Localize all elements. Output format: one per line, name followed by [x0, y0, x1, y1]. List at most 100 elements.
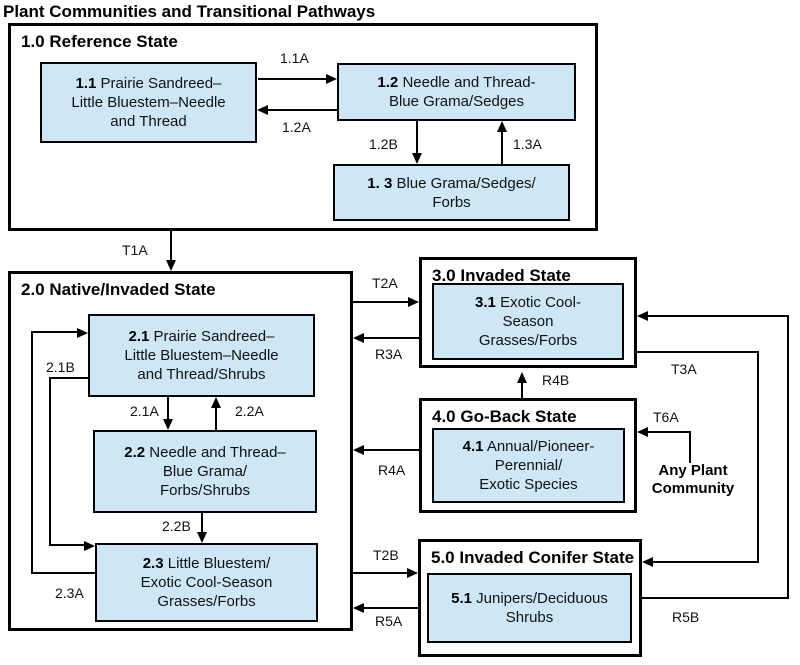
pathway-label-2-1B: 2.1B	[46, 359, 75, 375]
pathway-label-T6A: T6A	[653, 409, 679, 425]
community-2-3-text: 2.3 Little Bluestem/ Exotic Cool-Season …	[141, 554, 273, 611]
pathway-R5A-line	[364, 607, 418, 609]
pathway-label-R4B: R4B	[542, 372, 570, 388]
community-1-2-name: Needle and Thread- Blue Grama/Sedges	[388, 74, 536, 110]
pathway-R4A-line	[364, 449, 419, 451]
pathway-label-1-1A: 1.1A	[280, 50, 309, 66]
state-4-label: 4.0 Go-Back State	[432, 407, 577, 426]
pathway-R5B-arrowhead	[637, 311, 648, 321]
pathway-R4B-line	[521, 383, 523, 398]
pathway-T2A-line	[353, 301, 408, 303]
pathway-label-T2B: T2B	[373, 547, 399, 563]
community-box-2-3: 2.3 Little Bluestem/ Exotic Cool-Season …	[95, 543, 318, 622]
pathway-T3A-line-vertical	[757, 351, 759, 563]
community-box-1-3: 1. 3 Blue Grama/Sedges/ Forbs	[333, 164, 570, 221]
pathway-label-R3A: R3A	[375, 346, 403, 362]
pathway-label-2-1A: 2.1A	[130, 403, 159, 419]
pathway-2-3A-line-bottom	[31, 572, 95, 574]
community-1-2-text: 1.2 Needle and Thread- Blue Grama/Sedges	[377, 73, 535, 111]
pathway-2-3A-arrowhead	[77, 328, 88, 338]
pathway-T3A-arrowhead	[642, 557, 653, 567]
community-box-1-1: 1.1 Prairie Sandreed– Little Bluestem–Ne…	[40, 62, 257, 143]
community-1-2-number: 1.2	[377, 74, 399, 91]
community-1-1-text: 1.1 Prairie Sandreed– Little Bluestem–Ne…	[71, 74, 225, 131]
pathway-T6A-arrowhead	[637, 427, 648, 437]
pathway-T6A-line-vertical	[689, 431, 691, 463]
community-2-3-number: 2.3	[142, 555, 164, 572]
community-1-3-number: 1. 3	[367, 174, 393, 192]
community-5-1-text: 5.1 Junipers/Deciduous Shrubs	[451, 589, 608, 627]
community-3-1-name: Exotic Cool- Season Grasses/Forbs	[478, 294, 581, 349]
community-2-1-text: 2.1 Prairie Sandreed– Little Bluestem–Ne…	[124, 327, 278, 384]
pathway-T2B-line	[353, 572, 407, 574]
pathway-R4A-arrowhead	[353, 445, 364, 455]
pathway-2-1B-line-bottom	[49, 544, 84, 546]
pathway-R3A-line	[364, 337, 419, 339]
pathway-2-1B-line-vertical	[49, 377, 51, 546]
state-2-label: 2.0 Native/Invaded State	[21, 280, 216, 299]
pathway-R4B-arrowhead	[517, 372, 527, 383]
community-5-1-number: 5.1	[451, 590, 472, 607]
pathway-2-1B-line-top	[49, 377, 88, 379]
pathway-R5A-arrowhead	[353, 603, 364, 613]
state-3-label: 3.0 Invaded State	[432, 266, 571, 285]
community-2-1-number: 2.1	[128, 328, 150, 345]
community-1-3-name: Blue Grama/Sedges/ Forbs	[396, 174, 536, 211]
pathway-label-T1A: T1A	[122, 242, 148, 258]
community-4-1-text: 4.1 Annual/Pioneer- Perennial/ Exotic Sp…	[463, 437, 595, 494]
pathway-R5B-line-vertical	[787, 315, 789, 599]
diagram-title: Plant Communities and Transitional Pathw…	[3, 2, 376, 21]
community-2-2-number: 2.2	[124, 444, 146, 461]
state-1-label: 1.0 Reference State	[21, 32, 178, 51]
pathway-2-2B-line	[201, 513, 203, 533]
pathway-2-1A-line	[167, 397, 169, 420]
pathway-T1A-line	[170, 231, 172, 261]
community-1-1-name: Prairie Sandreed– Little Bluestem–Needle…	[71, 75, 226, 130]
community-1-3-text: 1. 3 Blue Grama/Sedges/ Forbs	[367, 174, 535, 212]
pathway-2-3A-line-vertical	[31, 331, 33, 574]
pathway-label-T2A: T2A	[372, 275, 398, 291]
pathway-1-2A-line	[268, 109, 337, 111]
community-box-4-1: 4.1 Annual/Pioneer- Perennial/ Exotic Sp…	[432, 428, 625, 503]
pathway-1-1A-line	[258, 78, 328, 80]
pathway-label-2-2B: 2.2B	[162, 518, 191, 534]
pathway-R3A-arrowhead	[353, 333, 364, 343]
pathway-1-1A-arrowhead	[326, 74, 337, 84]
pathway-2-3A-line-top	[31, 331, 77, 333]
community-5-1-name: Junipers/Deciduous Shrubs	[476, 590, 608, 626]
community-4-1-number: 4.1	[462, 438, 484, 455]
pathway-1-2B-arrowhead	[412, 153, 422, 164]
pathway-label-2-2A: 2.2A	[235, 403, 264, 419]
pathway-label-R5A: R5A	[375, 613, 403, 629]
community-2-3-name: Little Bluestem/ Exotic Cool-Season Gras…	[140, 555, 273, 610]
pathway-2-1A-arrowhead	[163, 419, 173, 430]
community-4-1-name: Annual/Pioneer- Perennial/ Exotic Specie…	[479, 438, 595, 493]
pathway-label-1-2B: 1.2B	[369, 136, 398, 152]
community-2-1-name: Prairie Sandreed– Little Bluestem–Needle…	[124, 328, 279, 383]
pathway-T3A-line-top	[637, 351, 759, 353]
pathway-label-2-3A: 2.3A	[55, 585, 84, 601]
any-plant-community-label: Any Plant Community	[651, 462, 735, 497]
pathway-label-T3A: T3A	[671, 361, 697, 377]
pathway-2-2B-arrowhead	[197, 532, 207, 543]
community-box-2-2: 2.2 Needle and Thread– Blue Grama/ Forbs…	[93, 430, 317, 513]
pathway-label-R4A: R4A	[378, 462, 406, 478]
community-box-5-1: 5.1 Junipers/Deciduous Shrubs	[427, 573, 632, 643]
community-3-1-number: 3.1	[475, 294, 496, 311]
community-box-1-2: 1.2 Needle and Thread- Blue Grama/Sedges	[337, 63, 576, 121]
pathway-2-2A-arrowhead	[211, 397, 221, 408]
pathway-T2B-arrowhead	[407, 568, 418, 578]
pathway-T6A-line	[648, 431, 691, 433]
pathway-1-2B-line	[416, 121, 418, 154]
state-5-label: 5.0 Invaded Conifer State	[431, 548, 635, 567]
community-3-1-text: 3.1 Exotic Cool- Season Grasses/Forbs	[475, 293, 581, 350]
pathway-label-R5B: R5B	[672, 609, 700, 625]
community-2-2-text: 2.2 Needle and Thread– Blue Grama/ Forbs…	[124, 443, 286, 500]
pathway-2-2A-line	[215, 408, 217, 430]
community-box-3-1: 3.1 Exotic Cool- Season Grasses/Forbs	[432, 283, 624, 360]
pathway-label-1-3A: 1.3A	[513, 136, 542, 152]
pathway-1-2A-arrowhead	[257, 105, 268, 115]
pathway-label-1-2A: 1.2A	[282, 119, 311, 135]
pathway-T3A-line-bottom	[653, 561, 759, 563]
